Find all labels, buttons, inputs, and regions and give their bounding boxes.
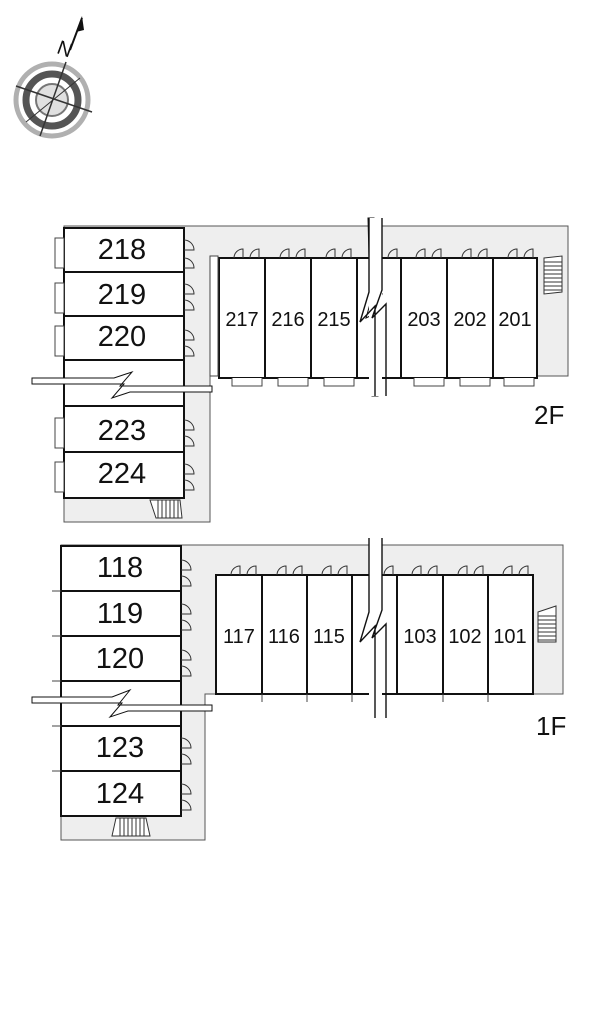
unit-label: 120	[96, 643, 144, 675]
stairs-icon	[543, 255, 563, 295]
floor-label: 1F	[536, 711, 566, 741]
floor-label: 2F	[534, 400, 564, 430]
unit-label: 215	[317, 309, 350, 331]
unit-label: 123	[96, 732, 144, 764]
unit-box	[60, 770, 182, 817]
unit-label: 117	[223, 626, 255, 648]
unit-label: 124	[96, 778, 144, 810]
unit-label: 218	[98, 234, 146, 266]
floor-2f: 218 219 220 223 224 217 216 215	[31, 217, 569, 523]
unit-box	[261, 574, 308, 695]
break-line	[359, 538, 387, 718]
break-line	[31, 688, 213, 719]
unit-box	[487, 574, 534, 695]
unit-label: 216	[271, 309, 304, 331]
unit-box	[63, 227, 185, 273]
unit-label: 116	[268, 626, 300, 648]
floor-1f: 118 119 120 123 124 117 116 115 103 102 …	[31, 538, 566, 841]
stairs-icon	[149, 499, 183, 519]
unit-box	[215, 574, 263, 695]
unit-box	[264, 257, 312, 379]
compass-north-label: N	[54, 37, 75, 63]
unit-label: 102	[448, 626, 481, 648]
unit-box	[396, 574, 444, 695]
unit-label: 118	[97, 552, 143, 584]
unit-label: 220	[98, 321, 146, 353]
unit-label: 219	[98, 279, 146, 311]
unit-box	[60, 590, 182, 637]
unit-label: 119	[97, 598, 143, 630]
unit-label: 224	[98, 458, 146, 490]
unit-label: 201	[498, 309, 531, 331]
unit-label: 203	[407, 309, 440, 331]
unit-box	[60, 635, 182, 682]
unit-box	[306, 574, 353, 695]
stairs-icon	[537, 605, 557, 643]
stairs-icon	[111, 817, 151, 837]
break-line	[359, 217, 387, 397]
unit-box	[400, 257, 448, 379]
unit-box	[63, 315, 185, 361]
compass-icon: N	[13, 16, 93, 139]
unit-label: 202	[453, 309, 486, 331]
unit-label: 101	[493, 626, 526, 648]
unit-label: 217	[225, 309, 258, 331]
unit-label: 103	[403, 626, 436, 648]
break-line	[31, 370, 213, 400]
unit-label: 223	[98, 415, 146, 447]
unit-box	[446, 257, 494, 379]
unit-label: 115	[313, 626, 345, 648]
